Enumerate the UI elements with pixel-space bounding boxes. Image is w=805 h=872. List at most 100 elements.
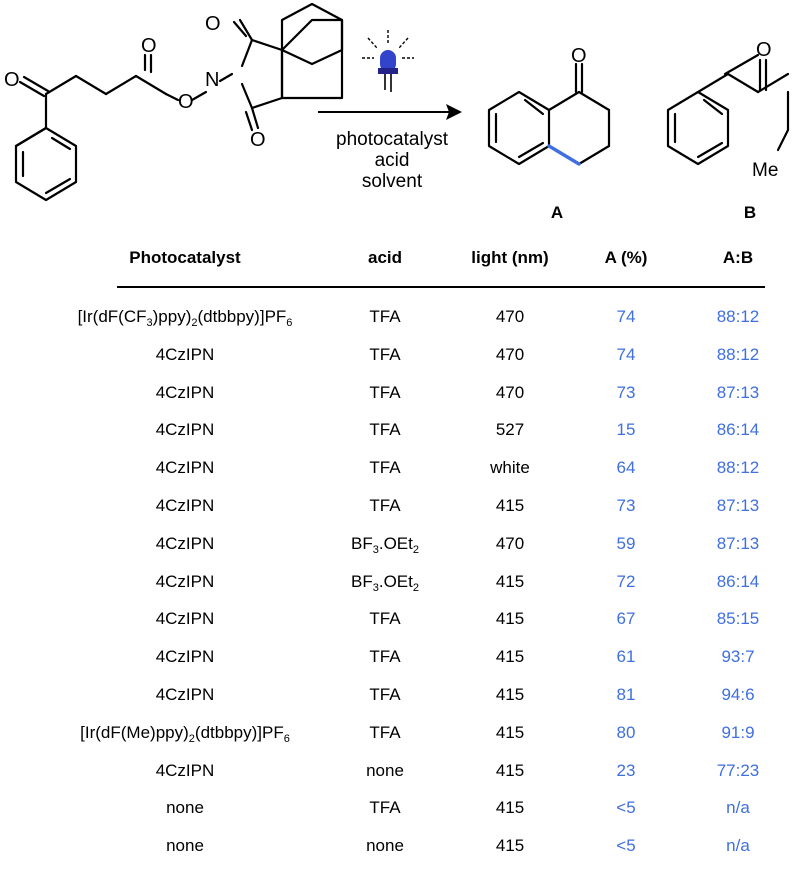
blue-led-icon — [362, 30, 414, 92]
cell-photocatalyst: 4CzIPN — [155, 533, 215, 553]
cell-light: 415 — [495, 722, 525, 742]
cell-photocatalyst: 4CzIPN — [155, 382, 215, 402]
starting-material-structure — [14, 2, 344, 202]
cell-photocatalyst: 4CzIPN — [155, 685, 215, 704]
condition-photocatalyst: photocatalyst — [336, 129, 449, 150]
atom-O-ketone: O — [4, 69, 20, 91]
cell-photocatalyst: 4CzIPN — [155, 760, 215, 780]
header-photocatalyst: Photocatalyst — [129, 248, 241, 267]
cell-yield-A: 80 — [616, 722, 636, 742]
cell-acid: TFA — [369, 798, 401, 818]
table-row: none TFA 415 <5 n/a — [0, 798, 805, 834]
cell-ratio: 93:7 — [721, 647, 755, 667]
cell-acid: TFA — [369, 382, 401, 402]
cell-yield-A: 73 — [616, 496, 636, 515]
header-ratio: A:B — [722, 248, 754, 267]
cell-yield-A: 67 — [616, 609, 636, 629]
cell-light: 415 — [495, 836, 525, 856]
cell-acid: TFA — [369, 458, 401, 478]
cell-ratio: 87:13 — [716, 533, 760, 553]
cell-ratio: 94:6 — [721, 685, 755, 704]
cell-yield-A: <5 — [616, 798, 636, 818]
atom-O-ester-carbonyl: O — [141, 35, 157, 57]
cell-light: 470 — [495, 307, 525, 326]
cell-photocatalyst: [Ir(dF(CF3)ppy)2(dtbbpy)]PF6 — [77, 307, 293, 329]
cell-yield-A: 15 — [616, 420, 636, 440]
cell-light: 470 — [495, 533, 525, 553]
atom-O-product-B: O — [756, 39, 772, 61]
cell-ratio: n/a — [726, 798, 750, 818]
cell-yield-A: 59 — [616, 533, 636, 553]
cell-acid: BF3.OEt2 — [351, 571, 419, 594]
cell-photocatalyst: none — [166, 798, 204, 818]
cell-yield-A: 23 — [616, 760, 636, 780]
table-row: [Ir(dF(Me)ppy)2(dtbbpy)]PF6 TFA 415 80 91:9 — [0, 723, 805, 759]
cell-light: 415 — [495, 571, 525, 591]
cell-acid: TFA — [369, 420, 401, 440]
cell-yield-A: 64 — [616, 458, 636, 478]
cell-yield-A: 81 — [616, 685, 636, 704]
cell-ratio: 77:23 — [716, 760, 760, 780]
cell-photocatalyst: 4CzIPN — [155, 458, 215, 478]
condition-acid: acid — [375, 150, 410, 171]
cell-ratio: 87:13 — [716, 496, 760, 515]
reaction-arrow — [318, 104, 462, 120]
atom-O-product-A: O — [571, 45, 587, 67]
label-product-B: B — [744, 203, 756, 222]
cell-photocatalyst: [Ir(dF(Me)ppy)2(dtbbpy)]PF6 — [80, 722, 290, 745]
cell-ratio: 86:14 — [716, 571, 760, 591]
cell-ratio: 88:12 — [716, 458, 760, 478]
cell-yield-A: 74 — [616, 344, 636, 364]
cell-yield-A: 61 — [616, 647, 636, 667]
header-rule — [117, 286, 765, 288]
atom-O-imide-top: O — [205, 13, 221, 35]
cell-acid: TFA — [369, 609, 401, 629]
table-header: Photocatalyst acid light (nm) A (%) A:B — [0, 248, 805, 278]
table-row: 4CzIPN TFA white 64 88:12 — [0, 458, 805, 494]
cell-light: 415 — [495, 798, 525, 818]
cell-light: 415 — [495, 685, 525, 704]
cell-ratio: 87:13 — [716, 382, 760, 402]
cell-acid: TFA — [369, 344, 401, 364]
cell-ratio: 86:14 — [716, 420, 760, 440]
cell-light: 527 — [495, 420, 525, 440]
cell-ratio: 88:12 — [716, 307, 760, 326]
atom-O-imide-bottom: O — [250, 129, 266, 151]
cell-light: 415 — [495, 760, 525, 780]
cell-ratio: 88:12 — [716, 344, 760, 364]
atom-O-ester: O — [178, 91, 194, 113]
cell-photocatalyst: 4CzIPN — [155, 571, 215, 591]
cell-acid: TFA — [369, 685, 401, 704]
cell-yield-A: 74 — [616, 307, 636, 326]
label-product-A: A — [551, 203, 563, 222]
cell-yield-A: 73 — [616, 382, 636, 402]
atom-N-imide: N — [205, 69, 219, 91]
header-light: light (nm) — [471, 248, 549, 267]
condition-solvent: solvent — [362, 171, 423, 192]
cell-acid: TFA — [369, 722, 401, 742]
cell-photocatalyst: 4CzIPN — [155, 609, 215, 629]
product-B-structure — [666, 53, 790, 166]
cell-light: 415 — [495, 496, 525, 515]
table-row: 4CzIPN TFA 415 81 94:6 — [0, 685, 805, 721]
cell-photocatalyst: 4CzIPN — [155, 496, 215, 515]
cell-ratio: 85:15 — [716, 609, 760, 629]
product-A-structure — [487, 62, 611, 166]
header-yield-A: A (%) — [604, 248, 648, 267]
atom-Me-product-B: Me — [752, 160, 778, 181]
header-acid: acid — [367, 248, 403, 267]
cell-ratio: 91:9 — [721, 722, 755, 742]
cell-light: white — [490, 458, 530, 478]
reaction-scheme: O O O N O O photocatalyst acid solvent — [4, 2, 790, 222]
